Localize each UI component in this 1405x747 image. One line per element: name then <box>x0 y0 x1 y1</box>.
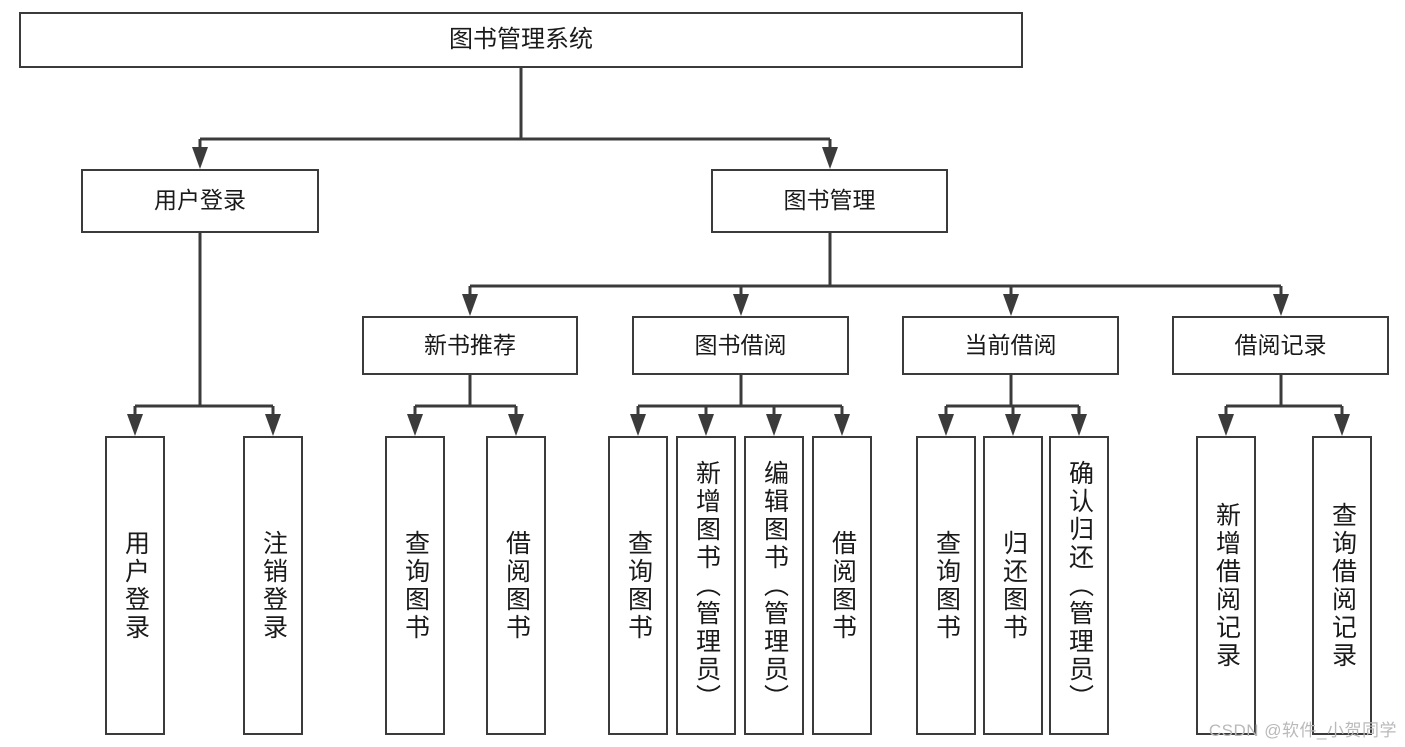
node-leaf-borrow-2[interactable]: 借阅图书 <box>812 436 872 735</box>
node-label: 归还图书 <box>999 529 1028 642</box>
node-label: 图书借阅 <box>694 331 787 358</box>
node-label: 借阅图书 <box>502 529 531 642</box>
node-label: 编辑图书（管理员） <box>760 459 789 712</box>
node-leaf-edit-book[interactable]: 编辑图书（管理员） <box>744 436 804 735</box>
node-root[interactable]: 图书管理系统 <box>19 12 1023 68</box>
node-label: 借阅图书 <box>828 529 857 642</box>
node-leaf-query-rec[interactable]: 查询借阅记录 <box>1312 436 1372 735</box>
node-label: 注销登录 <box>259 529 288 642</box>
node-label: 新增图书（管理员） <box>692 459 721 712</box>
node-label: 确认归还（管理员） <box>1065 459 1094 712</box>
node-leaf-add-rec[interactable]: 新增借阅记录 <box>1196 436 1256 735</box>
node-book-manage[interactable]: 图书管理 <box>711 169 948 233</box>
node-new-book-rec[interactable]: 新书推荐 <box>362 316 578 375</box>
node-user-login[interactable]: 用户登录 <box>81 169 319 233</box>
node-current-borrow[interactable]: 当前借阅 <box>902 316 1119 375</box>
node-leaf-return[interactable]: 归还图书 <box>983 436 1043 735</box>
node-label: 用户登录 <box>154 187 246 214</box>
watermark: CSDN @软件_小贺同学 <box>1208 721 1397 740</box>
node-label: 图书管理系统 <box>449 25 593 53</box>
node-label: 新书推荐 <box>424 331 516 358</box>
node-leaf-logout[interactable]: 注销登录 <box>243 436 303 735</box>
node-leaf-add-book[interactable]: 新增图书（管理员） <box>676 436 736 735</box>
node-leaf-query-1[interactable]: 查询图书 <box>385 436 445 735</box>
node-book-borrow[interactable]: 图书借阅 <box>632 316 849 375</box>
node-borrow-record[interactable]: 借阅记录 <box>1172 316 1389 375</box>
node-label: 新增借阅记录 <box>1212 501 1241 670</box>
node-leaf-query-3[interactable]: 查询图书 <box>916 436 976 735</box>
node-leaf-user-login[interactable]: 用户登录 <box>105 436 165 735</box>
node-label: 查询图书 <box>624 529 653 642</box>
node-label: 查询图书 <box>932 529 961 642</box>
node-label: 图书管理 <box>783 187 876 214</box>
node-leaf-borrow-1[interactable]: 借阅图书 <box>486 436 546 735</box>
node-label: 用户登录 <box>121 529 150 642</box>
node-label: 查询借阅记录 <box>1328 501 1357 670</box>
node-label: 查询图书 <box>401 529 430 642</box>
node-label: 当前借阅 <box>964 331 1057 358</box>
node-leaf-confirm[interactable]: 确认归还（管理员） <box>1049 436 1109 735</box>
node-leaf-query-2[interactable]: 查询图书 <box>608 436 668 735</box>
node-label: 借阅记录 <box>1234 331 1327 358</box>
